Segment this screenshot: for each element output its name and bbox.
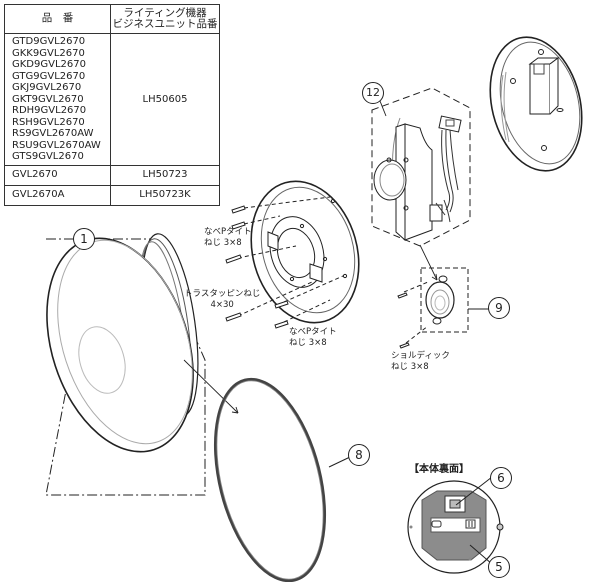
header-unit-line2: ビジネスユニット品番	[112, 18, 218, 30]
screw-label-bottom-line2: ねじ 3×8	[289, 338, 327, 348]
callout-1: 1	[73, 228, 95, 250]
callout-9: 9	[488, 297, 510, 319]
base-plate-drawing	[489, 36, 583, 172]
model-number: RS9GVL2670AW	[12, 128, 94, 139]
screw-label-top-line2: ねじ 3×8	[204, 238, 242, 248]
screw-label-top-line1: なべPタイト	[204, 227, 252, 237]
shoulder-screw-label-line2: ねじ 3×8	[391, 362, 429, 372]
back-view-title: 【本体裏面】	[409, 464, 469, 475]
sensor-9-drawing	[397, 244, 489, 349]
shoulder-screw-label-line1: ショルディック	[391, 351, 450, 361]
unit-number: LH50723K	[110, 184, 220, 206]
screw-label-bottom: なべPタイト ねじ 3×8	[289, 327, 337, 349]
callout-6: 6	[490, 467, 512, 489]
callout-12: 12	[362, 82, 384, 104]
model-number: GTD9GVL2670	[12, 36, 86, 47]
truss-screw-label: トラスタッピンねじ 4×30	[184, 289, 260, 311]
header-unit-number: ライティング機器 ビジネスユニット品番	[110, 4, 220, 34]
shade-1-drawing	[45, 233, 239, 496]
model-number: RDH9GVL2670	[12, 105, 87, 116]
unit-number: LH50605	[110, 33, 220, 166]
table-row: GVL2670A LH50723K	[4, 184, 220, 206]
model-number: GTS9GVL2670	[12, 151, 84, 162]
model-number: GKK9GVL2670	[12, 47, 85, 59]
table-header-row: 品 番 ライティング機器 ビジネスユニット品番	[4, 4, 220, 34]
model-number: GTG9GVL2670	[12, 70, 86, 82]
model-number: RSH9GVL2670	[12, 116, 85, 128]
screw-label-bottom-line1: なべPタイト	[289, 327, 337, 337]
shoulder-screw-label: ショルディック ねじ 3×8	[391, 351, 450, 373]
back-view-drawing	[407, 476, 504, 574]
table-row: GTD9GVL2670 GKK9GVL2670 GKD9GVL2670 GTG9…	[4, 33, 220, 166]
mounting-plate-drawing	[225, 180, 360, 329]
gasket-8-drawing	[213, 377, 351, 582]
screw-label-top: なべPタイト ねじ 3×8	[204, 227, 252, 249]
model-number: GKT9GVL2670	[12, 93, 84, 105]
header-unit-line1: ライティング機器	[123, 6, 207, 19]
header-model-number: 品 番	[4, 4, 111, 34]
parts-table: 品 番 ライティング機器 ビジネスユニット品番 GTD9GVL2670 GKK9…	[4, 4, 220, 206]
model-number: RSU9GVL2670AW	[12, 139, 101, 151]
callout-5: 5	[488, 556, 510, 578]
truss-screw-label-line1: トラスタッピンねじ	[184, 289, 261, 299]
model-number: GKJ9GVL2670	[12, 82, 82, 93]
unit-12-drawing	[371, 87, 471, 247]
truss-screw-label-line2: 4×30	[210, 300, 234, 310]
model-number: GKD9GVL2670	[12, 59, 86, 70]
callout-8: 8	[348, 444, 370, 466]
